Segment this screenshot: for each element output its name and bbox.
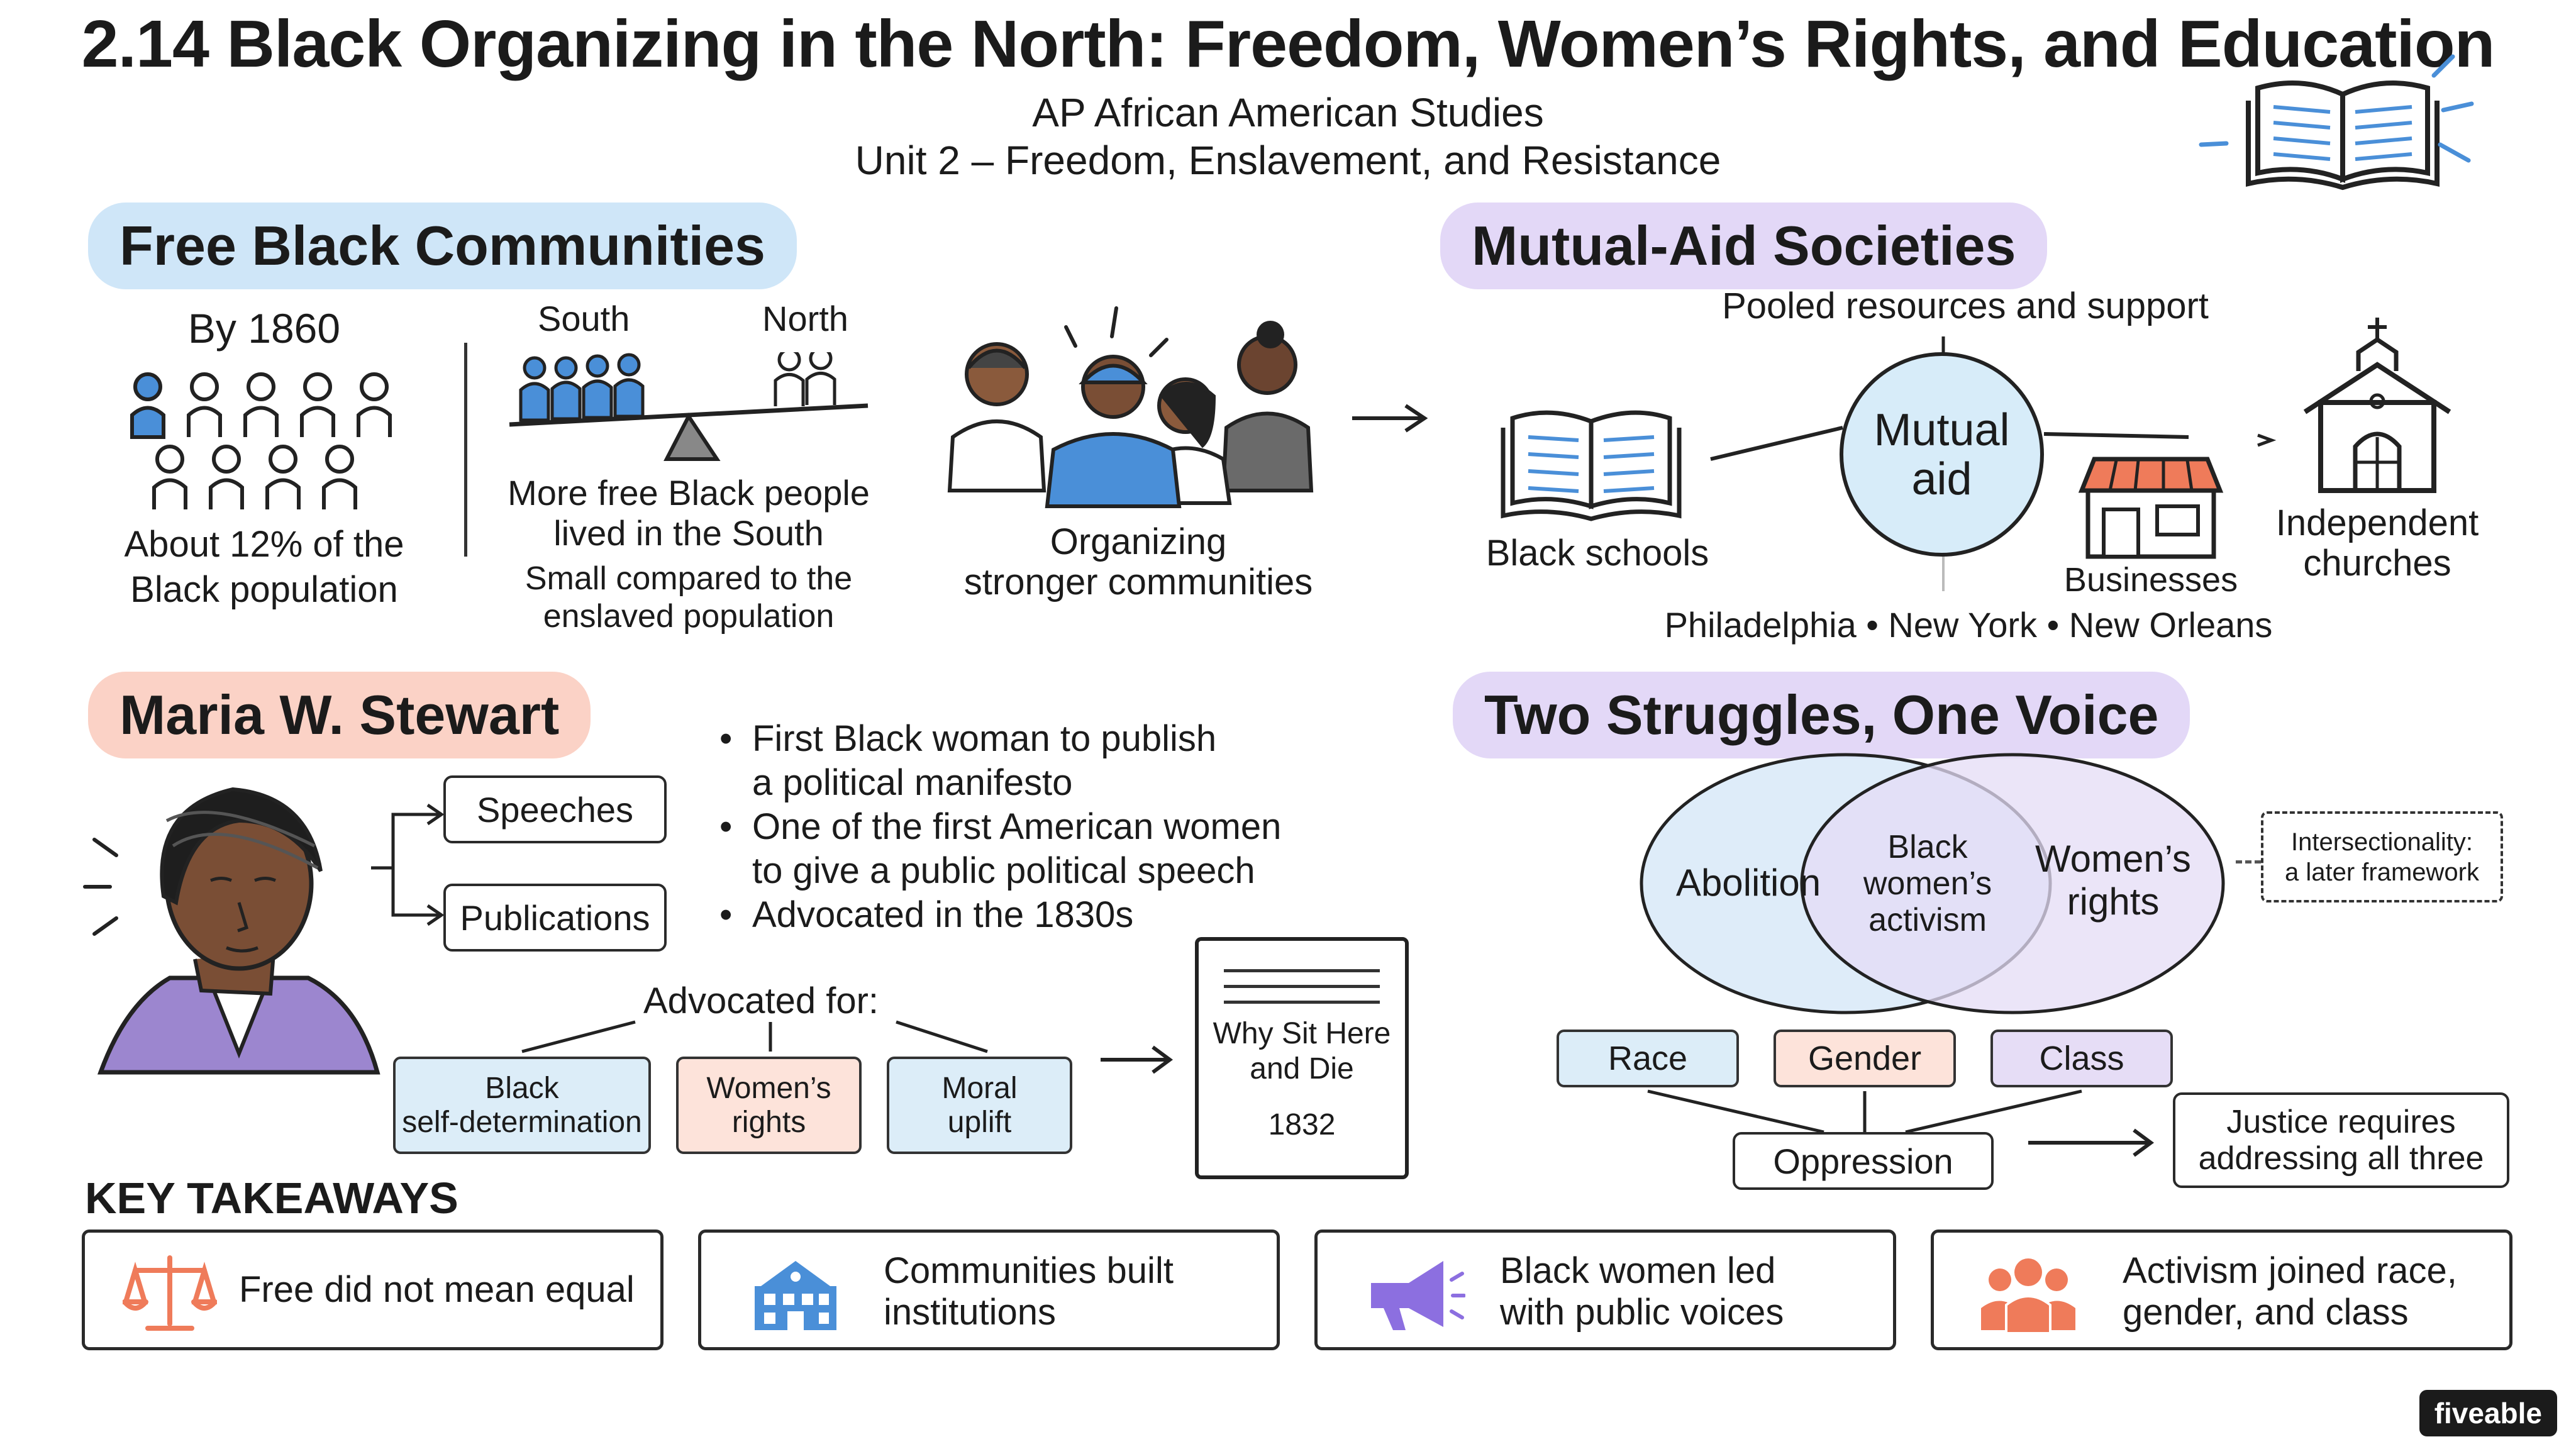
mutual-aid-connections bbox=[1710, 336, 2277, 591]
achievement-item: Advocated in the 1830s bbox=[717, 893, 1377, 937]
course-name: AP African American Studies bbox=[1032, 90, 1544, 135]
building-icon bbox=[755, 1261, 836, 1330]
takeaway-text: Free did not mean equal bbox=[239, 1269, 635, 1310]
businesses-label: Businesses bbox=[2063, 561, 2238, 599]
page-title: 2.14 Black Organizing in the North: Free… bbox=[81, 7, 2496, 81]
maria-stewart-title: Maria W. Stewart bbox=[88, 672, 591, 758]
community-group-icon bbox=[947, 306, 1314, 508]
takeaway-card: Free did not mean equal bbox=[82, 1230, 663, 1350]
book-icon bbox=[1501, 410, 1682, 521]
arrow-right-icon bbox=[1352, 404, 1428, 433]
by-1860-label: By 1860 bbox=[187, 305, 341, 352]
oppression-box: Oppression bbox=[1733, 1132, 1994, 1190]
cities-list: Philadelphia • New York • New Orleans bbox=[1664, 605, 2273, 645]
people-icon bbox=[1981, 1258, 2075, 1335]
storefront-icon bbox=[2078, 457, 2224, 559]
dashed-connector bbox=[2236, 860, 2261, 863]
venn-diagram bbox=[1640, 753, 2225, 1014]
divider bbox=[464, 343, 467, 557]
pooled-resources-text: Pooled resources and support bbox=[1722, 286, 2209, 326]
two-struggles-title: Two Struggles, One Voice bbox=[1453, 672, 2190, 758]
arrow-right-icon bbox=[1101, 1045, 1174, 1074]
free-black-communities-title: Free Black Communities bbox=[88, 203, 797, 289]
oppression-connectors bbox=[1647, 1089, 2082, 1134]
church-icon bbox=[2303, 318, 2451, 493]
takeaway-text: Activism joined race,gender, and class bbox=[2123, 1250, 2457, 1333]
speeches-box: Speeches bbox=[443, 775, 667, 843]
intersectionality-note: Intersectionality:a later framework bbox=[2261, 811, 2503, 902]
abolition-label: Abolition bbox=[1675, 862, 1821, 904]
open-book-icon bbox=[2199, 54, 2474, 191]
key-takeaways-heading: KEY TAKEAWAYS bbox=[85, 1174, 458, 1223]
arrow-right-icon bbox=[2028, 1128, 2155, 1157]
maria-stewart-portrait bbox=[83, 787, 380, 1075]
manifesto-year: 1832 bbox=[1268, 1108, 1336, 1141]
black-schools-label: Black schools bbox=[1485, 533, 1709, 574]
balance-scale-icon bbox=[509, 352, 869, 461]
branch-arrows bbox=[371, 803, 445, 926]
unit-name: Unit 2 – Freedom, Enslavement, and Resis… bbox=[855, 138, 1721, 183]
publications-box: Publications bbox=[443, 884, 667, 952]
population-figures-icon bbox=[130, 372, 392, 509]
megaphone-icon bbox=[1371, 1261, 1465, 1330]
south-label: South bbox=[538, 299, 630, 338]
takeaway-card: Activism joined race,gender, and class bbox=[1931, 1230, 2512, 1350]
brand-logo: fiveable bbox=[2419, 1390, 2557, 1436]
class-pill: Class bbox=[1990, 1030, 2173, 1087]
race-pill: Race bbox=[1557, 1030, 1739, 1087]
advocated-for-label: Advocated for: bbox=[643, 980, 879, 1021]
scales-icon bbox=[123, 1255, 217, 1331]
advocacy-connectors bbox=[521, 1020, 988, 1053]
gender-pill: Gender bbox=[1774, 1030, 1956, 1087]
north-label: North bbox=[762, 299, 848, 338]
mutual-aid-title: Mutual-Aid Societies bbox=[1440, 203, 2048, 289]
